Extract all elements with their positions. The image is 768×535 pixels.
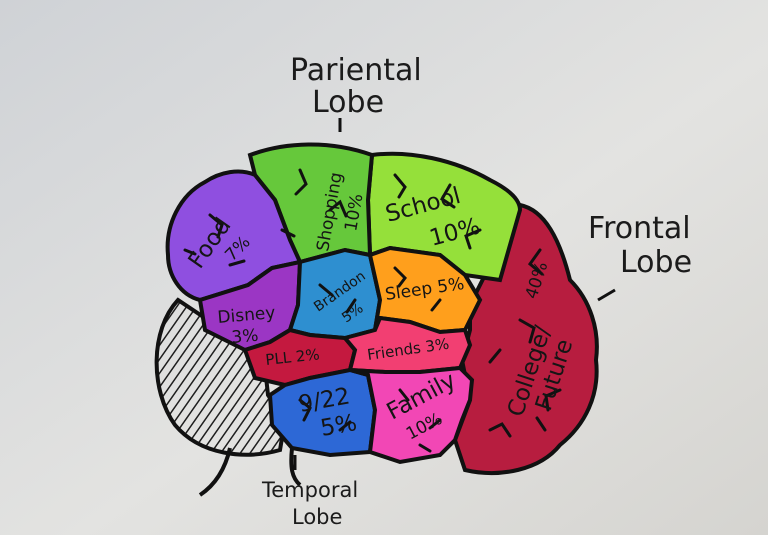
label-parietal-line1: Pariental (290, 53, 422, 88)
disney-percent: 3% (231, 326, 260, 348)
frontal-pointer (597, 288, 616, 302)
label-parietal-line2: Lobe (312, 85, 384, 120)
pll-label: PLL 2% (265, 345, 321, 369)
label-frontal-line1: Frontal (588, 211, 691, 246)
gyri-lines (183, 168, 562, 453)
brain-stem (198, 447, 302, 497)
region-family (349, 365, 475, 465)
label-temporal-line2: Lobe (292, 505, 342, 529)
nine22-percent: 5% (319, 410, 359, 442)
label-frontal-line2: Lobe (620, 245, 692, 280)
label-temporal-line1: Temporal (261, 478, 358, 502)
